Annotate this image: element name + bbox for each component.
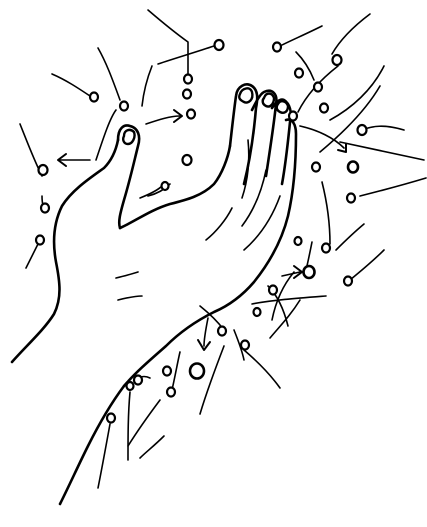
trail-line [148, 10, 188, 74]
particle [295, 69, 303, 78]
particle [167, 388, 175, 397]
particle-large [348, 162, 358, 173]
trail-line [320, 86, 380, 152]
particle [312, 163, 320, 172]
forearm-outline-right [60, 386, 124, 504]
particle [184, 75, 192, 84]
trail-line [360, 178, 426, 196]
particle [273, 43, 281, 52]
particle [36, 236, 44, 245]
particle [90, 93, 98, 102]
hand-drawing [12, 84, 296, 504]
particle [289, 112, 297, 121]
particle [241, 341, 249, 350]
trail-line [172, 352, 180, 390]
trail-line [244, 350, 280, 388]
trail-line [252, 296, 326, 304]
particle [314, 83, 322, 92]
arrow-left [58, 154, 90, 166]
particle [162, 182, 169, 190]
trail-line [322, 182, 330, 244]
particle [269, 286, 277, 295]
forearm-outline-left [12, 140, 118, 362]
trail-line [98, 424, 110, 488]
particle [254, 308, 261, 316]
arrow-down-left [198, 318, 210, 350]
particle [358, 125, 367, 135]
particle [322, 244, 330, 253]
particle [218, 327, 226, 336]
particle-large [304, 266, 315, 278]
trail-line [362, 126, 404, 130]
palm-inner-outline [120, 146, 230, 228]
particle [187, 110, 195, 119]
particle [120, 102, 128, 111]
trail-line [350, 250, 384, 280]
particle [39, 165, 48, 175]
trail-line [142, 66, 152, 106]
particle-large [190, 364, 204, 379]
trail-line [332, 14, 370, 54]
trail-line [128, 392, 130, 460]
trail-line [158, 46, 214, 64]
back-of-hand-outline [124, 120, 296, 386]
trail-line [200, 346, 224, 414]
particle [347, 194, 355, 203]
trail-line [116, 272, 138, 278]
wrist-crease [118, 296, 142, 300]
particle-trails [20, 10, 426, 488]
particle [183, 90, 191, 99]
particle [320, 104, 328, 113]
trail-line [340, 142, 424, 160]
particle [295, 237, 302, 245]
trail-line [140, 436, 164, 458]
particles [36, 40, 367, 423]
particle [183, 155, 192, 165]
particle [107, 414, 115, 423]
trail-line [270, 300, 300, 338]
arrow-right-upper [146, 110, 182, 124]
particle [127, 382, 134, 390]
index-finger-outline [230, 84, 257, 184]
trail-line [280, 26, 322, 46]
ring-nail [277, 101, 288, 113]
finger-crease-1 [242, 140, 249, 198]
arrow-right-lower [282, 266, 302, 278]
palm-crease [206, 208, 232, 240]
trail-line [336, 224, 364, 250]
particle [41, 204, 49, 213]
trail-line [128, 400, 160, 446]
particle [134, 376, 142, 385]
particle [344, 277, 352, 286]
middle-nail [263, 94, 274, 107]
trail-line [98, 48, 120, 100]
thumb-outline [118, 126, 139, 228]
index-nail [239, 88, 252, 102]
particle [215, 40, 224, 50]
thumb-nail [123, 130, 134, 144]
particle [163, 367, 171, 376]
arrow-down-right [300, 126, 346, 152]
particle [333, 55, 342, 65]
trail-line [52, 74, 90, 96]
finger-crease-3 [244, 196, 280, 250]
